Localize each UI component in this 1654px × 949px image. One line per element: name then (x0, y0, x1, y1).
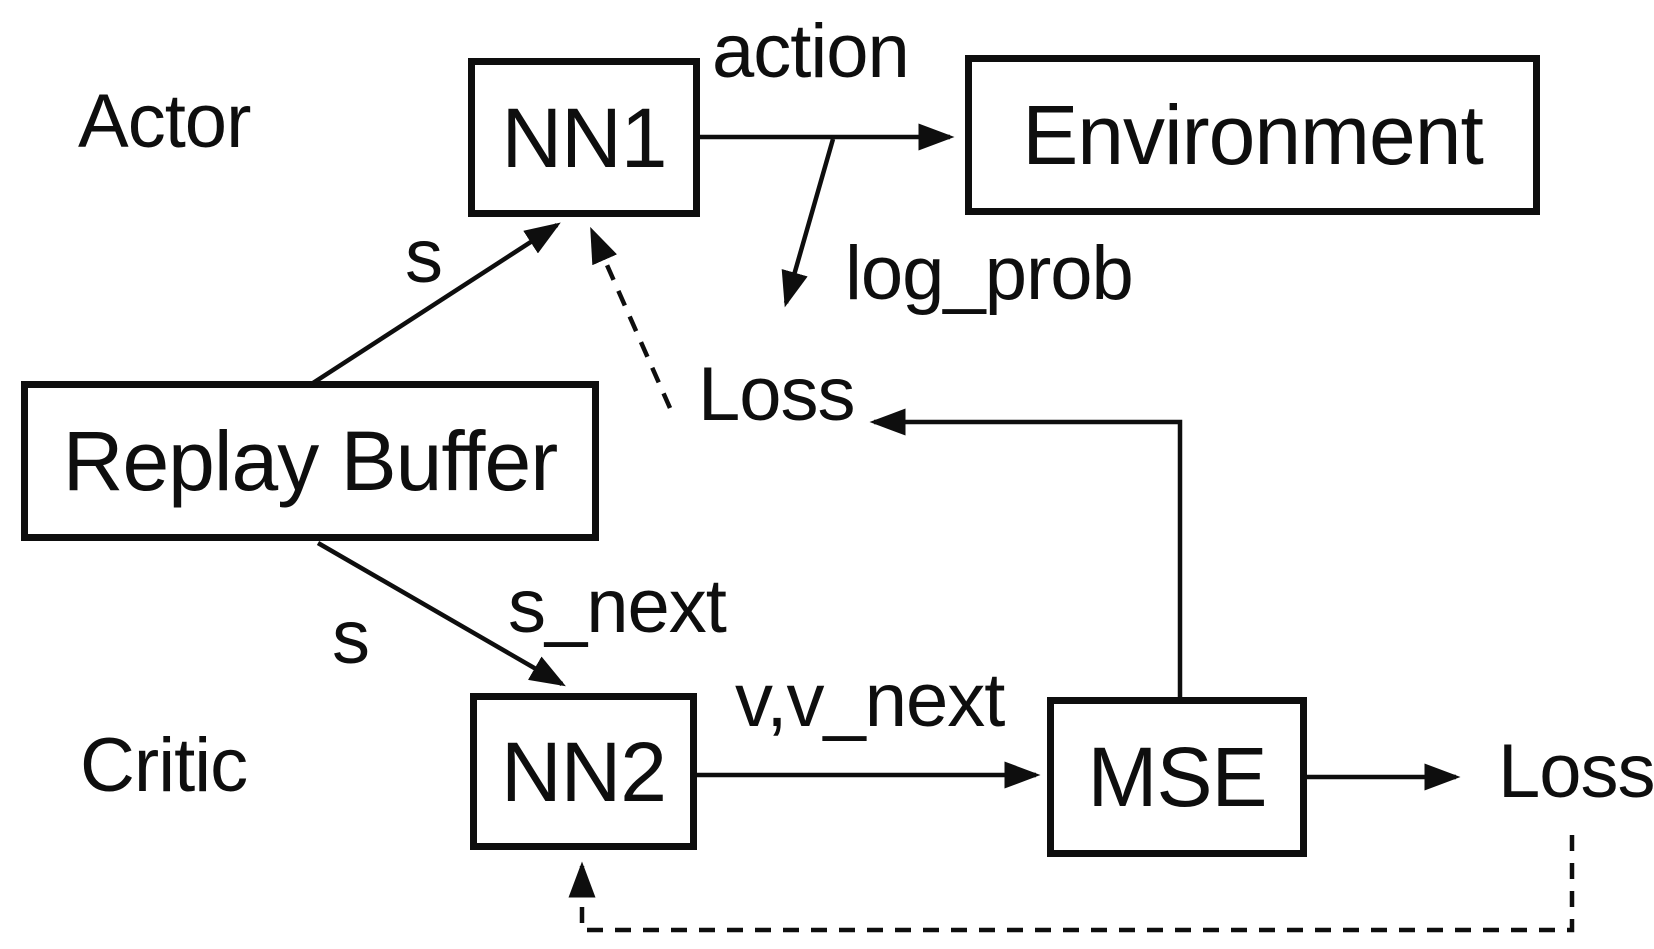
log-prob-arrow (781, 138, 836, 308)
state-label-actor: s (405, 214, 443, 299)
mse-box-label: MSE (1087, 730, 1267, 824)
state-next-arrow-to-nn2 (316, 541, 566, 687)
environment-box: Environment (965, 55, 1540, 215)
critic-loss-label: Loss (1498, 729, 1654, 814)
environment-box-label: Environment (1022, 88, 1484, 182)
actor-loss-gradient-dashed-arrow (589, 226, 673, 409)
actor-label: Actor (78, 79, 251, 164)
replay-buffer-box: Replay Buffer (21, 381, 599, 541)
critic-label: Critic (80, 723, 248, 808)
actor-loss-label: Loss (698, 352, 856, 437)
nn1-box-label: NN1 (501, 90, 667, 185)
nn2-box: NN2 (470, 693, 697, 850)
nn2-box-label: NN2 (500, 724, 667, 819)
critic-loss-gradient-dashed-arrow (568, 835, 1575, 933)
value-next-label: v,v_next (735, 658, 1005, 743)
replay-buffer-box-label: Replay Buffer (62, 414, 558, 508)
state-next-label: s_next (508, 564, 727, 649)
state-label-critic: s (332, 595, 370, 680)
action-label: action (712, 9, 910, 94)
nn1-box: NN1 (468, 58, 700, 217)
mse-to-actor-loss-arrow (869, 408, 1183, 697)
mse-box: MSE (1047, 697, 1307, 857)
state-arrow-to-nn1 (311, 222, 561, 385)
log-prob-label: log_prob (845, 231, 1134, 316)
